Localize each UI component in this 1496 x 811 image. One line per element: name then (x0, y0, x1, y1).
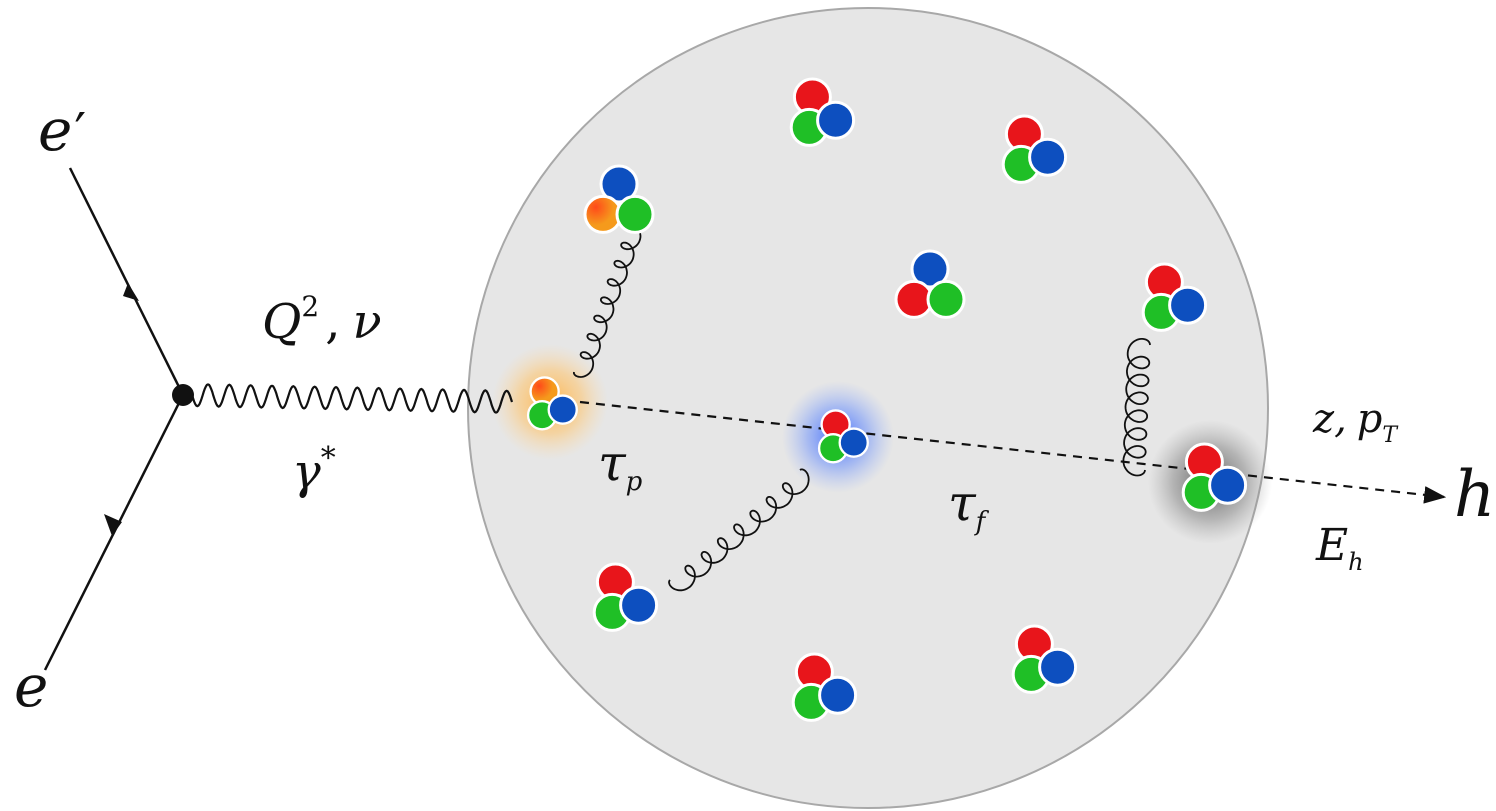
quark-blue-icon (599, 164, 639, 204)
gluon-line-1 (573, 223, 642, 378)
quark-blue-icon (910, 249, 950, 289)
label-q2-nu: Q2,ν (262, 290, 382, 350)
quark-blue-icon (818, 675, 858, 715)
quark-blue-icon (1208, 465, 1248, 505)
quark-green-icon (615, 194, 655, 234)
gluon-line-2 (668, 468, 810, 592)
label-z-pt: z,pT (1312, 396, 1399, 448)
label-e-in: e (14, 652, 48, 720)
label-photon: γ* (292, 441, 336, 500)
label-hadron: h (1454, 458, 1495, 532)
nucleon-icon (1141, 262, 1208, 332)
outgoing-electron-line (68, 167, 185, 396)
nucleon-group (526, 77, 1248, 722)
nucleon-icon (1011, 624, 1078, 694)
label-e-h: Eh (1315, 520, 1364, 576)
nucleon-icon (789, 77, 856, 147)
nucleon-icon (894, 249, 966, 319)
virtual-photon-line (190, 383, 514, 414)
nucleon-icon (791, 652, 858, 722)
outgoing-electron-arrow-icon (123, 283, 139, 301)
quark-blue-icon (1168, 285, 1208, 325)
nucleon-icon (1181, 442, 1248, 512)
electron-lines (43, 167, 185, 671)
incoming-electron-arrow-icon (104, 514, 122, 536)
nucleon-icon (583, 164, 655, 234)
quark-trajectory-line (579, 400, 1447, 504)
label-e-out: e′ (38, 96, 86, 164)
gluon-line-3 (1122, 338, 1151, 477)
quark-green-icon (926, 279, 966, 319)
nucleon-icon (1001, 114, 1068, 184)
quark-blue-icon (838, 427, 869, 458)
interaction-vertex-icon (172, 384, 194, 406)
quark-blue-icon (816, 100, 856, 140)
nucleon-icon (526, 376, 578, 431)
nucleon-icon (817, 409, 869, 464)
nucleon-icon (592, 562, 659, 632)
quark-blue-icon (619, 585, 659, 625)
quark-blue-icon (1038, 647, 1078, 687)
quark-blue-icon (1028, 137, 1068, 177)
quark-blue-icon (547, 394, 578, 425)
label-tau-p: τp (598, 434, 643, 497)
